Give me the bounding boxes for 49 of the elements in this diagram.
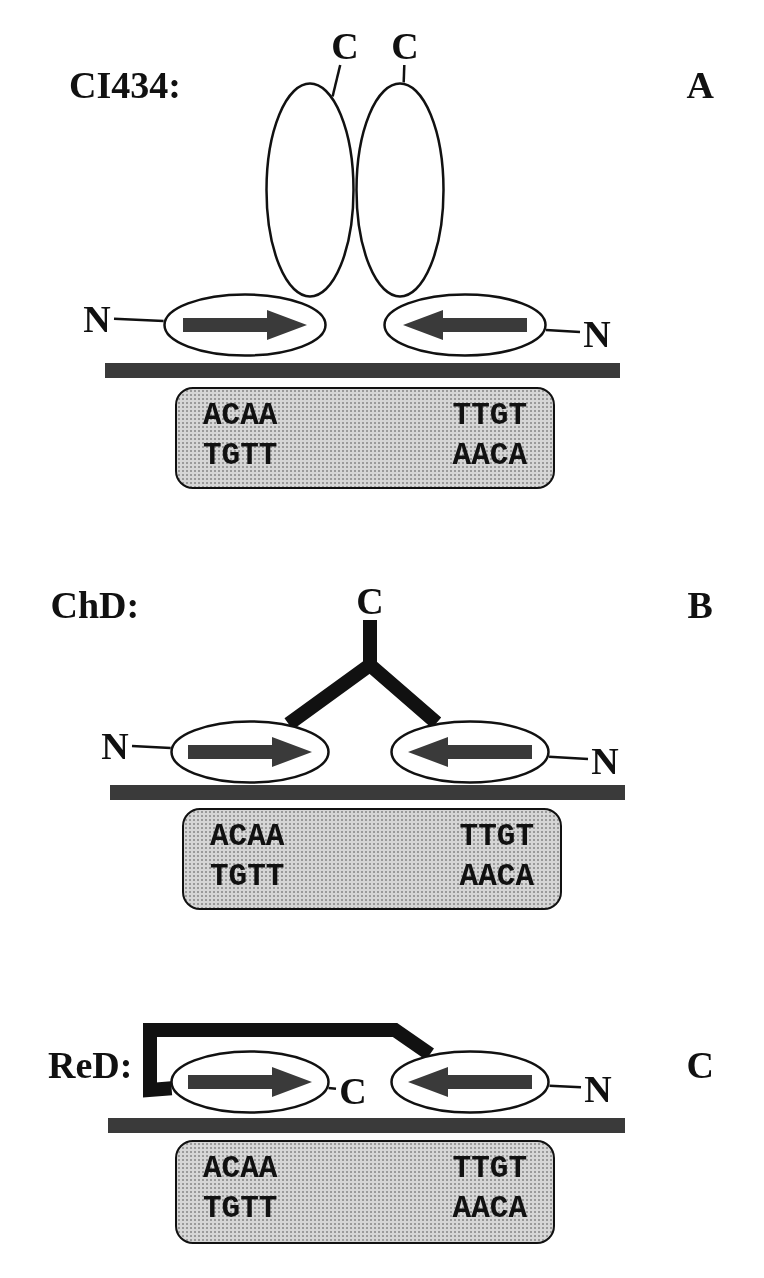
sequence-text: TTGT xyxy=(459,820,534,854)
domain-ellipse xyxy=(355,82,445,298)
leader-line xyxy=(549,755,589,761)
panel-label: A xyxy=(686,65,714,105)
sequence-box xyxy=(175,1140,555,1244)
domain-ellipse xyxy=(383,293,547,357)
terminus-label: C xyxy=(391,26,419,64)
sequence-text: TGTT xyxy=(203,1192,278,1226)
panel-label: C xyxy=(686,1045,714,1085)
sequence-text: TTGT xyxy=(452,399,527,433)
domain-ellipse xyxy=(170,1050,330,1114)
terminus-label: N xyxy=(101,726,129,764)
linker-line xyxy=(143,1023,434,1098)
protein-name: ChD: xyxy=(50,585,140,625)
sequence-text: TGTT xyxy=(203,439,278,473)
domain-ellipse xyxy=(163,293,327,357)
terminus-label: C xyxy=(356,581,384,619)
terminus-label: C xyxy=(339,1071,367,1109)
protein-name: CI434: xyxy=(69,65,181,105)
protein-name: ReD: xyxy=(48,1045,133,1085)
domain-ellipse xyxy=(170,720,330,784)
terminus-label: N xyxy=(83,299,111,337)
terminus-label: C xyxy=(331,26,359,64)
panel-label: B xyxy=(687,585,713,625)
leader-line xyxy=(331,64,342,97)
leader-line xyxy=(328,1086,337,1090)
sequence-box xyxy=(175,387,555,489)
domain-ellipse xyxy=(390,1050,550,1114)
domain-ellipse xyxy=(265,82,355,298)
sequence-text: AACA xyxy=(459,860,534,894)
dna-strand xyxy=(110,785,625,800)
sequence-text: AACA xyxy=(452,1192,527,1226)
sequence-box xyxy=(182,808,562,910)
leader-line xyxy=(113,317,164,323)
domain-ellipse xyxy=(390,720,550,784)
terminus-label: N xyxy=(583,314,611,352)
leader-line xyxy=(131,744,171,750)
terminus-label: N xyxy=(584,1069,612,1107)
sequence-text: ACAA xyxy=(210,820,285,854)
dna-strand xyxy=(105,363,620,378)
sequence-text: AACA xyxy=(452,439,527,473)
leader-line xyxy=(549,1084,582,1089)
sequence-text: ACAA xyxy=(203,399,278,433)
terminus-label: N xyxy=(591,741,619,779)
sequence-text: TGTT xyxy=(210,860,285,894)
leader-line xyxy=(545,328,581,334)
dna-strand xyxy=(108,1118,625,1133)
sequence-text: TTGT xyxy=(452,1152,527,1186)
sequence-text: ACAA xyxy=(203,1152,278,1186)
